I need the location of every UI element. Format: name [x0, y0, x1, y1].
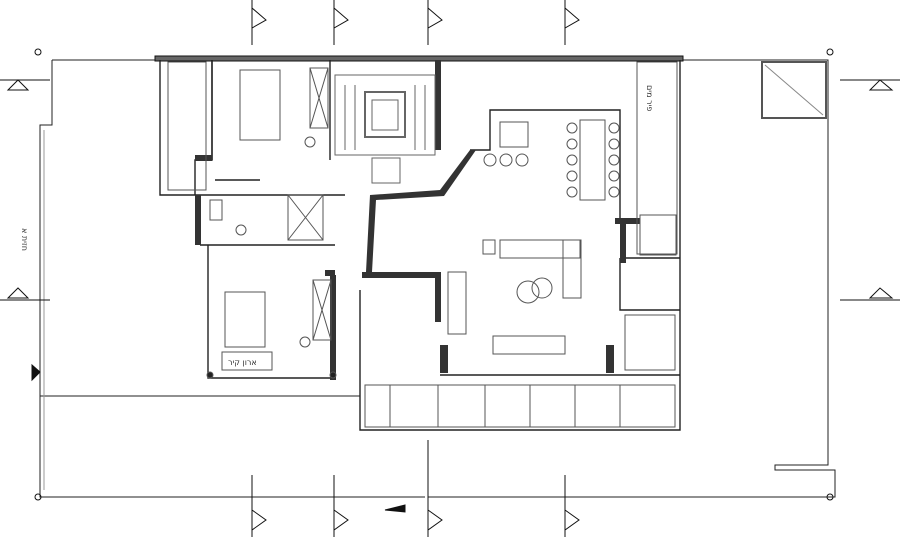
lot-boundary: [39, 59, 836, 498]
building-walls: [159, 60, 681, 431]
north-arrow: [384, 504, 406, 513]
section-marker: [0, 79, 50, 91]
bathroom: [209, 194, 324, 241]
bedroom-top: [239, 67, 329, 148]
entrance-arrow: [31, 363, 41, 382]
section-marker: [333, 0, 349, 45]
living-room-sofa: [447, 239, 582, 355]
dining-table: [483, 119, 620, 201]
staircase: [334, 74, 436, 184]
side-label: חזית א: [20, 228, 29, 251]
section-marker: [840, 287, 900, 301]
section-marker: [564, 475, 580, 537]
shaft-label: פיר מים: [645, 85, 654, 111]
bedroom-bottom: [206, 279, 337, 379]
section-marker: [251, 475, 267, 537]
section-marker: [840, 79, 900, 91]
structural-walls: [195, 60, 640, 380]
section-marker: [564, 0, 580, 45]
section-marker: [251, 0, 267, 45]
section-marker: [0, 287, 50, 301]
section-marker: [427, 440, 443, 537]
top-wall: [154, 55, 684, 62]
closet-label: ארון קיר: [228, 358, 257, 367]
balcony-frames: [167, 61, 827, 428]
section-marker: [333, 475, 349, 537]
section-marker: [427, 0, 443, 45]
